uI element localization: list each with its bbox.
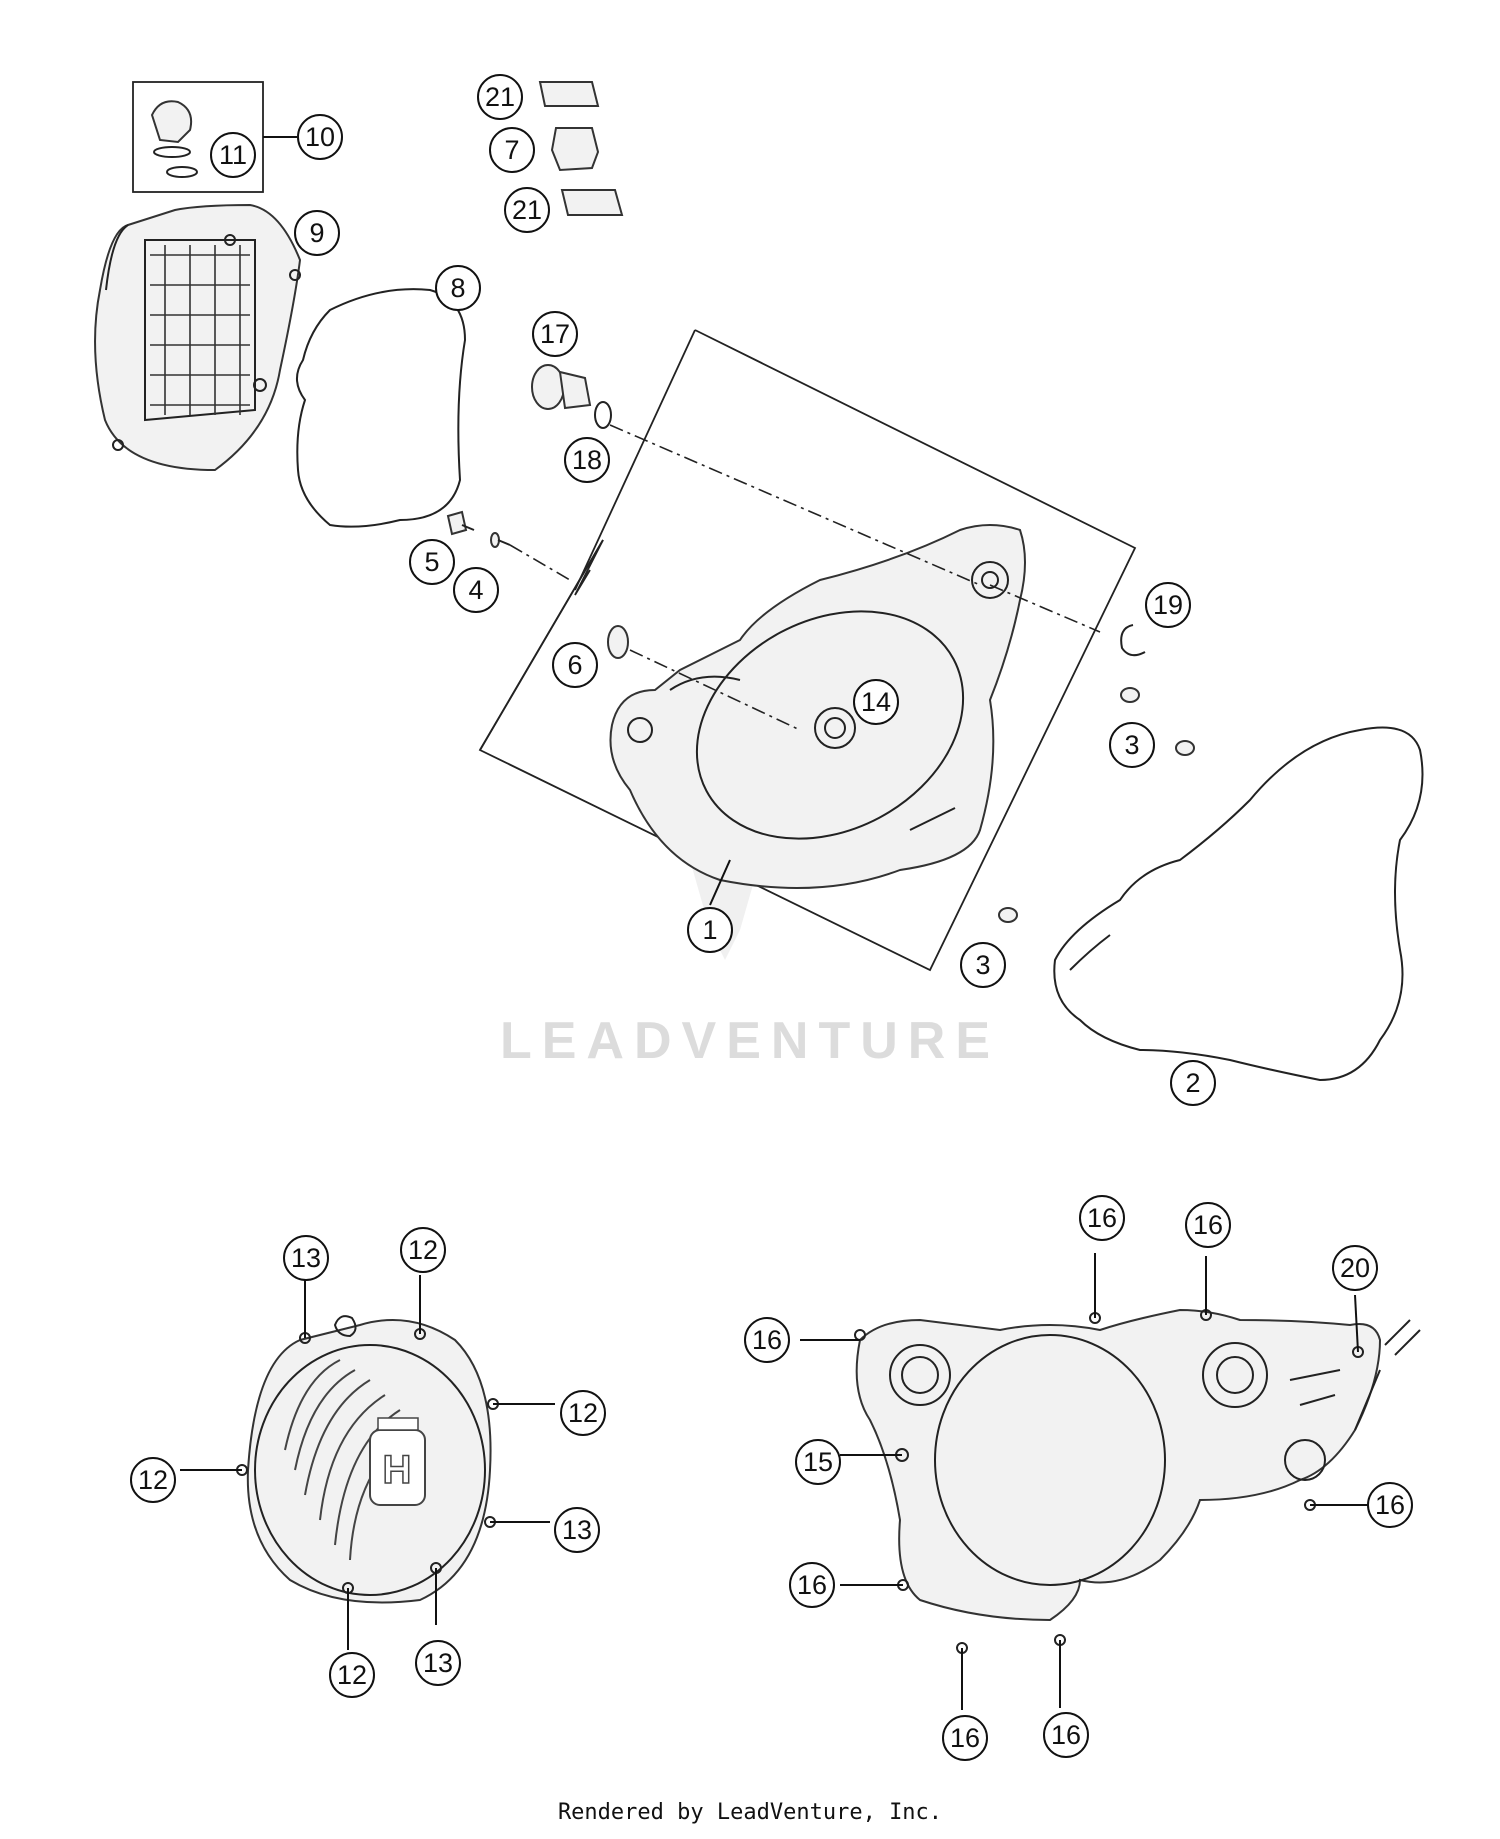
svg-text:H: H: [383, 1448, 412, 1492]
dowel-sleeve-3a: [1120, 687, 1140, 703]
svg-text:13: 13: [562, 1515, 592, 1545]
svg-text:13: 13: [291, 1243, 321, 1273]
watermark-text: LEADVENTURE: [500, 1012, 1000, 1070]
gasket-21b: [560, 189, 624, 216]
svg-text:16: 16: [752, 1325, 782, 1355]
callout-13: 13: [283, 1235, 329, 1281]
svg-text:11: 11: [219, 140, 247, 170]
callout-12: 12: [329, 1652, 375, 1698]
svg-text:2: 2: [1185, 1068, 1200, 1098]
callout-7: 7: [489, 127, 535, 173]
dowel-sleeve-3c: [998, 907, 1018, 923]
svg-text:16: 16: [1087, 1203, 1117, 1233]
callout-21: 21: [504, 187, 550, 233]
callout-17: 17: [532, 311, 578, 357]
callout-20: 20: [1332, 1245, 1378, 1291]
svg-text:12: 12: [337, 1660, 367, 1690]
screw-5: [446, 510, 475, 536]
svg-text:3: 3: [1124, 730, 1139, 760]
svg-text:16: 16: [1375, 1490, 1405, 1520]
callout-9: 9: [294, 210, 340, 256]
watermark: LEADVENTURE: [500, 860, 1000, 1070]
callout-16: 16: [744, 1317, 790, 1363]
screw-plug-17: [531, 364, 592, 410]
dowel-sleeve-3b: [1175, 740, 1195, 756]
callout-16: 16: [1367, 1482, 1413, 1528]
svg-text:15: 15: [803, 1447, 833, 1477]
callout-10: 10: [297, 114, 343, 160]
svg-text:9: 9: [309, 218, 324, 248]
svg-text:12: 12: [568, 1398, 598, 1428]
svg-text:21: 21: [512, 195, 542, 225]
svg-text:7: 7: [504, 135, 519, 165]
svg-text:18: 18: [572, 445, 602, 475]
callout-16: 16: [1079, 1195, 1125, 1241]
callout-12: 12: [560, 1390, 606, 1436]
callout-16: 16: [942, 1715, 988, 1761]
footer-credit: Rendered by LeadVenture, Inc.: [557, 1800, 943, 1825]
inner-cover-bolt-pattern: [854, 1308, 1421, 1654]
svg-text:5: 5: [424, 547, 439, 577]
callout-21: 21: [477, 74, 523, 120]
husqvarna-logo: H: [369, 1417, 426, 1506]
circlip-19: [1120, 624, 1146, 657]
svg-text:16: 16: [1051, 1720, 1081, 1750]
callout-2: 2: [1170, 1060, 1216, 1106]
outer-clutch-cover: H: [236, 1315, 499, 1604]
callout-4: 4: [453, 567, 499, 613]
seal-ring-18: [594, 401, 612, 429]
svg-text:19: 19: [1153, 590, 1183, 620]
svg-text:6: 6: [567, 650, 582, 680]
callout-16: 16: [1043, 1712, 1089, 1758]
svg-text:3: 3: [975, 950, 990, 980]
svg-text:8: 8: [450, 273, 465, 303]
svg-text:21: 21: [485, 82, 515, 112]
callout-15: 15: [795, 1439, 841, 1485]
svg-text:17: 17: [540, 319, 570, 349]
callout-3: 3: [1109, 722, 1155, 768]
svg-text:14: 14: [861, 687, 891, 717]
shaft-seal-6: [607, 625, 629, 659]
callout-1: 1: [687, 907, 733, 953]
pin-4: [490, 532, 511, 548]
svg-text:16: 16: [1193, 1210, 1223, 1240]
cover-7: [550, 127, 600, 172]
callout-13: 13: [554, 1507, 600, 1553]
callout-3: 3: [960, 942, 1006, 988]
callout-8: 8: [435, 265, 481, 311]
svg-text:10: 10: [305, 122, 335, 152]
clutch-cover-gasket: [296, 288, 467, 528]
svg-text:13: 13: [423, 1648, 453, 1678]
outer-clutch-cover-perforated: [94, 203, 302, 472]
inner-cover-gasket-2: [1053, 726, 1424, 1082]
callout-18: 18: [564, 437, 610, 483]
callout-12: 12: [130, 1457, 176, 1503]
svg-text:20: 20: [1340, 1253, 1370, 1283]
callout-11: 11: [210, 132, 256, 178]
callout-14: 14: [853, 679, 899, 725]
callout-12: 12: [400, 1227, 446, 1273]
svg-text:16: 16: [950, 1723, 980, 1753]
svg-text:4: 4: [468, 575, 483, 605]
gasket-21a: [538, 81, 600, 107]
callout-13: 13: [415, 1640, 461, 1686]
callout-6: 6: [552, 642, 598, 688]
inner-clutch-cover: [609, 524, 1026, 889]
svg-text:12: 12: [408, 1235, 438, 1265]
callout-16: 16: [789, 1562, 835, 1608]
callout-19: 19: [1145, 582, 1191, 628]
callout-16: 16: [1185, 1202, 1231, 1248]
svg-text:1: 1: [702, 915, 717, 945]
callout-5: 5: [409, 539, 455, 585]
svg-text:12: 12: [138, 1465, 168, 1495]
oil-filler-plug: [150, 100, 198, 178]
svg-text:16: 16: [797, 1570, 827, 1600]
